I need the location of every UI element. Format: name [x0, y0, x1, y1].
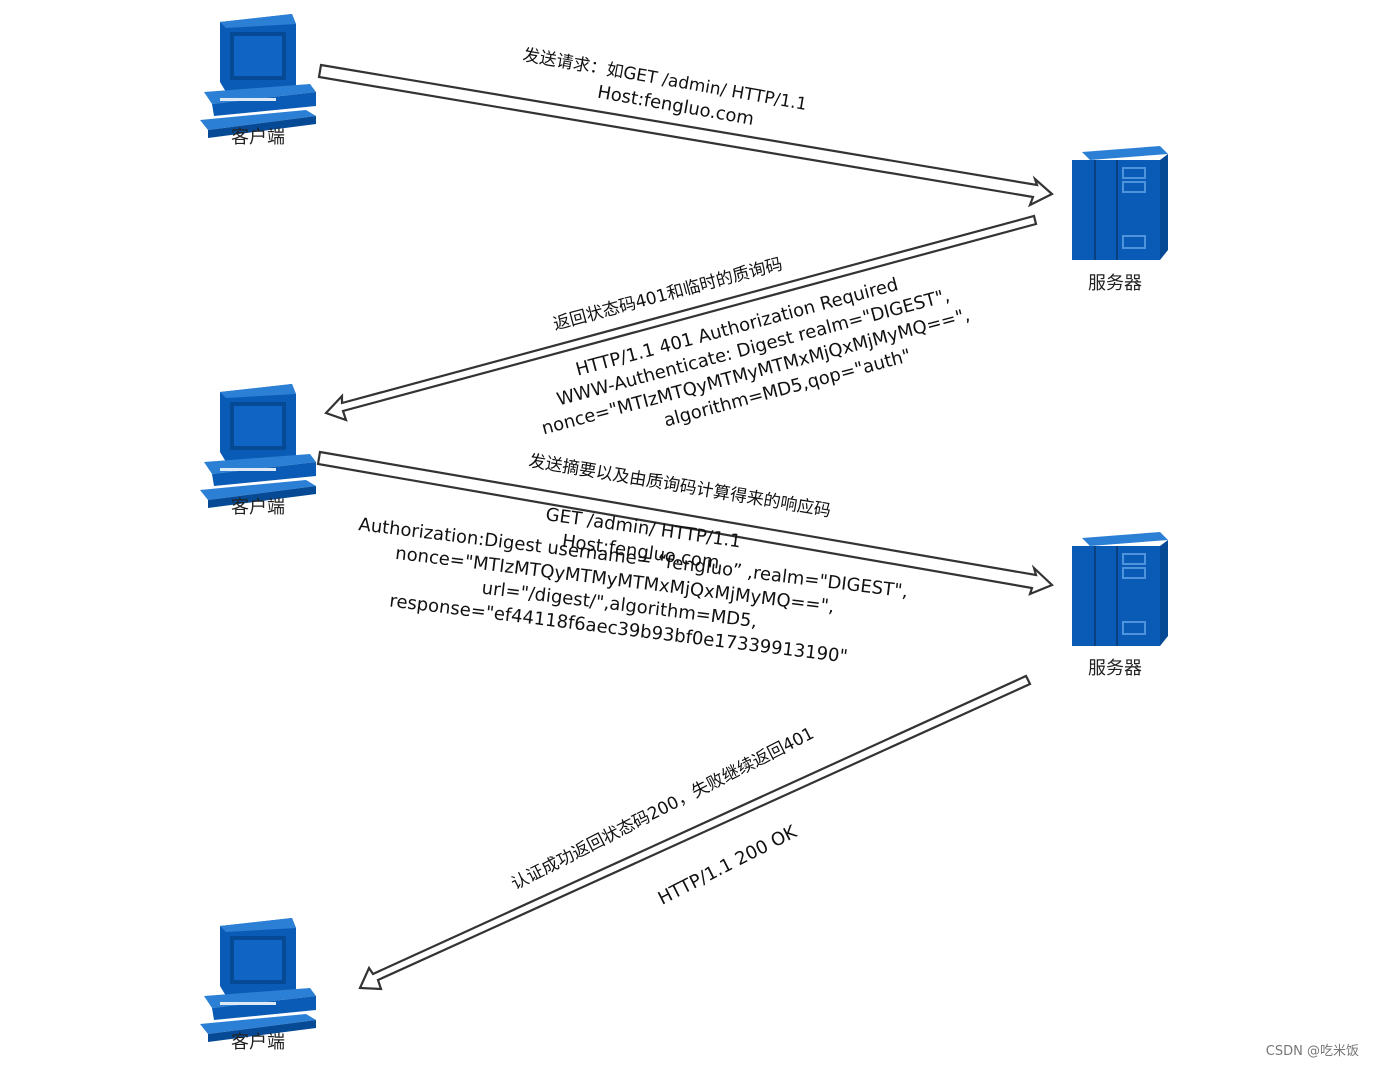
client-label: 客户端 [231, 497, 285, 518]
arrow-200-ok [358, 674, 1032, 991]
client-node-1: 客户端 [200, 14, 316, 148]
message-200-ok: 认证成功返回状态码200，失败继续返回401 [508, 724, 817, 895]
message-request: 发送请求：如GET /admin/ HTTP/1.1 Host:fengluo.… [521, 45, 808, 130]
arrow-401-challenge [324, 214, 1038, 422]
server-rack-icon [1071, 531, 1169, 647]
arrow-digest-response [316, 450, 1054, 596]
server-label: 服务器 [1088, 273, 1142, 294]
message-digest-request-lines: GET /admin/ HTTP/1.1 Host:fengluo.com [544, 504, 742, 573]
desktop-computer-icon [200, 918, 316, 1042]
ok-caption: 认证成功返回状态码200，失败继续返回401 [508, 724, 817, 895]
client-node-3: 客户端 [200, 918, 316, 1053]
server-node-2: 服务器 [1071, 531, 1169, 679]
server-rack-icon [1071, 145, 1169, 261]
client-label: 客户端 [231, 1032, 285, 1053]
server-node-1: 服务器 [1071, 145, 1169, 294]
desktop-computer-icon [200, 14, 316, 138]
server-label: 服务器 [1088, 658, 1142, 679]
desktop-computer-icon [200, 384, 316, 508]
client-label: 客户端 [231, 127, 285, 148]
arrow-request [317, 63, 1054, 208]
csdn-watermark: CSDN @吃米饭 [1265, 1044, 1359, 1059]
client-node-2: 客户端 [200, 384, 316, 518]
